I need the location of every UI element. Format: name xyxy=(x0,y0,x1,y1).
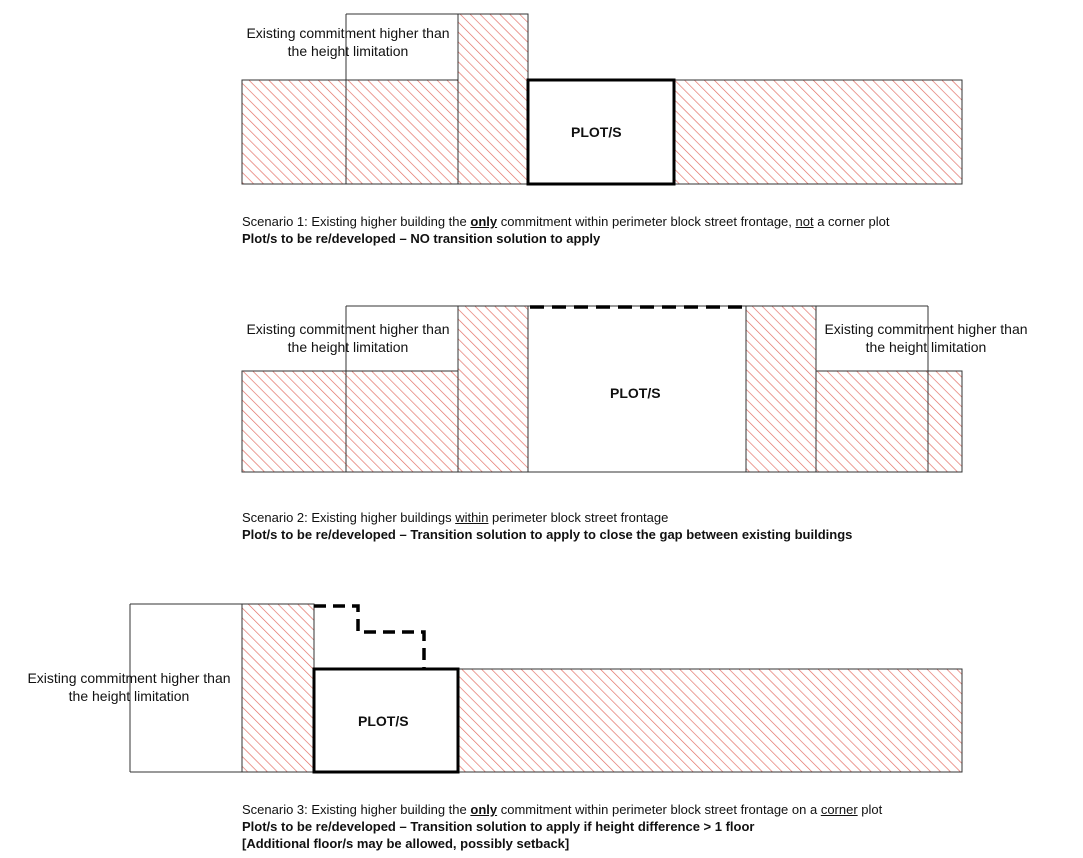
s2-caption-line1: Scenario 2: Existing higher buildings wi… xyxy=(242,509,668,526)
s3-plot-label: PLOT/S xyxy=(358,713,409,729)
s1-caption-e: a corner plot xyxy=(813,214,890,229)
s2-caption-line2: Plot/s to be re/developed – Transition s… xyxy=(242,526,852,543)
s3-caption-d: corner xyxy=(820,802,858,817)
s2-caption-a: Scenario 2: Existing higher buildings xyxy=(242,510,456,525)
s1-caption-b: only xyxy=(470,214,498,229)
s1-caption-a: Scenario 1: Existing higher building the xyxy=(242,214,471,229)
s2-higher-building-right xyxy=(745,305,817,473)
s1-plot-label: PLOT/S xyxy=(571,124,622,140)
s2-higher-building-left xyxy=(457,305,529,473)
s2-caption-b: within xyxy=(455,510,489,525)
s2-plot-label: PLOT/S xyxy=(610,385,661,401)
s3-caption-e: plot xyxy=(857,802,883,817)
s2-caption-c: perimeter block street frontage xyxy=(488,510,669,525)
s3-higher-building xyxy=(241,603,315,773)
scenario2-drawing xyxy=(241,305,963,473)
s3-caption-b: only xyxy=(470,802,498,817)
s3-caption-c: commitment within perimeter block street… xyxy=(497,802,821,817)
s1-caption-line2: Plot/s to be re/developed – NO transitio… xyxy=(242,230,600,247)
s3-existing-label: Existing commitment higher than the heig… xyxy=(27,670,231,704)
s3-caption-line2: Plot/s to be re/developed – Transition s… xyxy=(242,818,754,835)
s3-caption-bold2: [Additional floor/s may be allowed, poss… xyxy=(242,836,570,851)
s2-frontage-left xyxy=(241,370,459,473)
s2-existing-label-right: Existing commitment higher than the heig… xyxy=(824,321,1028,355)
s1-caption-line1: Scenario 1: Existing higher building the… xyxy=(242,213,889,230)
s3-caption-line1: Scenario 3: Existing higher building the… xyxy=(242,801,882,818)
s3-caption-a: Scenario 3: Existing higher building the xyxy=(242,802,471,817)
s1-caption-d: not xyxy=(795,214,814,229)
s2-plot-area xyxy=(527,305,747,473)
s3-frontage-right xyxy=(457,668,963,773)
s2-caption-bold: Plot/s to be re/developed – Transition s… xyxy=(242,527,853,542)
s3-transition-dashed-outline xyxy=(314,604,426,669)
s1-frontage-left xyxy=(241,79,459,185)
s1-higher-building xyxy=(457,13,529,185)
s1-caption-c: commitment within perimeter block street… xyxy=(497,214,796,229)
s1-plot-box xyxy=(526,78,676,186)
s3-caption-line3: [Additional floor/s may be allowed, poss… xyxy=(242,835,569,852)
s2-frontage-right xyxy=(815,370,963,473)
s1-caption-bold: Plot/s to be re/developed – NO transitio… xyxy=(242,231,601,246)
scenario1-drawing xyxy=(241,13,963,186)
s2-existing-label-left: Existing commitment higher than the heig… xyxy=(246,321,450,355)
s1-existing-label: Existing commitment higher than the heig… xyxy=(246,25,450,59)
s1-frontage-right xyxy=(673,79,963,185)
s3-plot-box xyxy=(312,667,460,774)
s3-caption-bold: Plot/s to be re/developed – Transition s… xyxy=(242,819,755,834)
scenario3-drawing xyxy=(129,603,963,774)
